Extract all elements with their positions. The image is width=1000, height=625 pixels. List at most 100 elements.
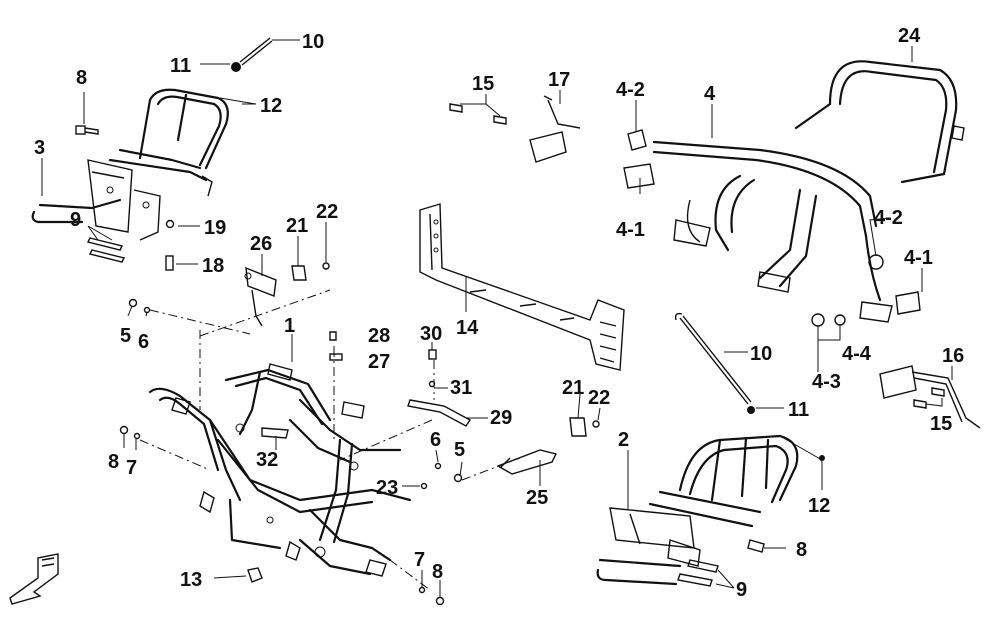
leader-lines [41,39,953,598]
label-12-right: 12 [808,495,830,517]
label-28: 28 [368,325,390,347]
washer-6-center [434,462,442,470]
label-3: 3 [34,137,45,159]
part-3-front-carrier [31,88,229,241]
cable-10-right [674,312,752,405]
screw-28 [329,331,337,341]
label-14: 14 [456,317,479,339]
clip-21-top [291,265,307,281]
washer-7-bottom [418,586,426,594]
grommet-11-right [747,406,755,414]
part-labels: 10 11 8 12 3 9 19 18 26 21 22 15 17 4-2 … [34,25,964,601]
cap-4-2-right [868,254,884,270]
bolt-9-top [86,237,126,263]
label-30: 30 [420,323,442,345]
bolt-15-top [449,103,507,125]
label-15-top: 15 [472,73,494,95]
label-8-bottom: 8 [432,561,443,583]
bolt-8-right [747,539,765,553]
label-9-top: 9 [70,209,81,231]
label-17: 17 [548,69,570,91]
screw-18 [165,255,174,271]
label-10-right: 10 [750,343,772,365]
label-10-top: 10 [302,31,324,53]
front-direction-arrow-icon [9,553,59,605]
part-1-main-frame [148,363,412,577]
label-4-4: 4-4 [842,343,872,365]
bracket-25 [496,449,558,475]
label-16: 16 [942,345,964,367]
label-32: 32 [256,449,278,471]
label-8-top: 8 [76,67,87,89]
label-24: 24 [898,25,921,47]
cap-4-2-top [627,129,647,151]
screw-23 [420,482,428,490]
label-6-left: 6 [138,331,149,353]
label-29: 29 [490,407,512,429]
label-11-top: 11 [170,55,191,77]
screw-22-center [592,420,600,428]
screw-19 [165,219,175,229]
bracket-4-1-left [623,163,655,189]
bolt-15-right [913,387,945,409]
bolt-8-top [75,125,99,135]
label-22-top: 22 [316,201,338,223]
nut-13 [247,567,263,583]
label-27: 27 [368,351,390,373]
part-2-rear-carrier [596,434,799,586]
bolt-8-bottom [435,596,445,606]
label-23: 23 [376,477,398,499]
bracket-29 [407,399,472,427]
grommet-11-top [231,62,241,72]
label-2: 2 [618,429,629,451]
label-5-left: 5 [120,325,131,347]
washer-4-4 [834,314,846,326]
label-13: 13 [180,569,202,591]
part-24-guard [794,60,965,184]
label-7-bottom: 7 [414,549,425,571]
screw-5-center [453,473,463,483]
label-4-1-right: 4-1 [904,247,933,269]
label-4-3: 4-3 [812,371,841,393]
cable-10-top [239,37,273,66]
label-12-top: 12 [260,95,282,117]
screw-6-left [143,306,151,314]
label-8-left: 8 [108,451,119,473]
label-4-2-right: 4-2 [874,207,903,229]
label-26: 26 [250,233,272,255]
part-14-rack [419,203,625,371]
label-1: 1 [284,315,295,337]
label-22-center: 22 [588,387,610,409]
label-4-1-left: 4-1 [616,219,645,241]
clip-27 [329,353,343,361]
label-21-center: 21 [562,377,584,399]
part-26-bracket [244,266,277,327]
label-4: 4 [704,83,716,105]
washer-7-left [133,432,141,440]
label-8-right: 8 [796,539,807,561]
bracket-17 [529,95,581,163]
bolt-9-right [677,559,719,587]
bolt-8-left [119,425,129,435]
bracket-4-1-right [895,291,921,315]
part-4-bumper [652,140,893,323]
label-31: 31 [450,377,472,399]
label-21-top: 21 [286,215,308,237]
label-5-center: 5 [454,439,465,461]
label-9-right: 9 [736,579,747,601]
clip-21-center [569,417,587,437]
part-16-bracket [879,365,981,429]
label-4-2-top: 4-2 [616,79,645,101]
screw-5-left [128,298,138,308]
tab-32 [261,427,289,439]
label-18: 18 [202,255,224,277]
label-11-right: 11 [788,399,809,421]
label-19: 19 [204,217,226,239]
label-7-left: 7 [126,457,137,479]
assembly-lines [139,289,521,591]
label-15-right: 15 [930,413,952,435]
nut-4-3 [811,313,825,327]
screw-22-top [322,262,330,270]
screw-30 [428,349,437,360]
